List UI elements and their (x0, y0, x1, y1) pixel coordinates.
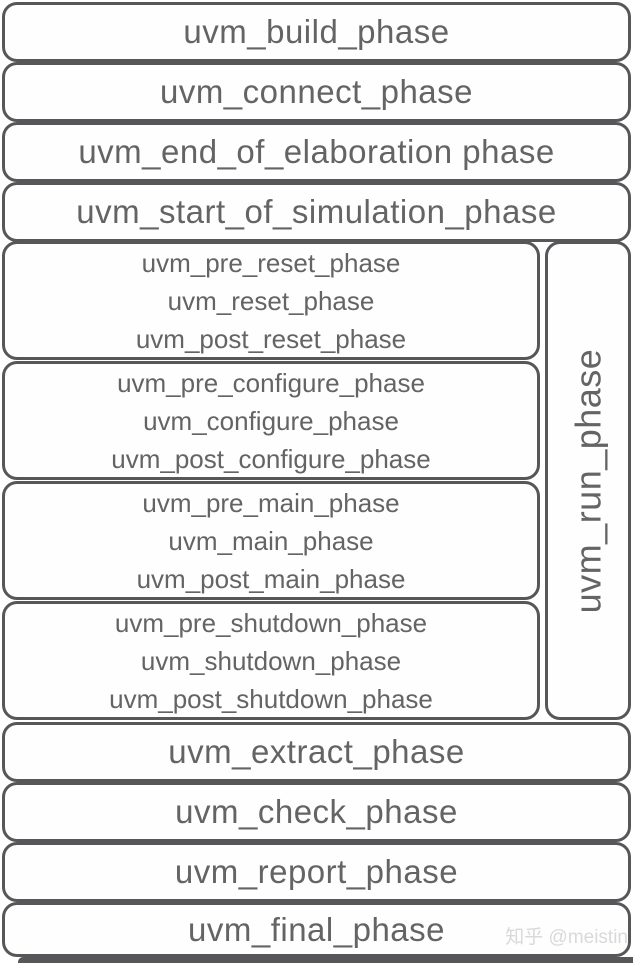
phase-box-end-of-elaboration: uvm_end_of_elaboration phase (2, 122, 631, 182)
phase-label-post-shutdown: uvm_post_shutdown_phase (109, 683, 433, 714)
phase-label-shutdown: uvm_shutdown_phase (140, 645, 402, 676)
phase-box-report: uvm_report_phase (2, 842, 631, 902)
phase-box-build: uvm_build_phase (2, 2, 631, 62)
phase-label-pre-configure: uvm_pre_configure_phase (117, 367, 425, 398)
phase-box-final: uvm_final_phase (2, 902, 631, 957)
phase-label-pre-shutdown: uvm_pre_shutdown_phase (114, 607, 428, 638)
phase-box-connect: uvm_connect_phase (2, 62, 631, 122)
phase-label-post-configure: uvm_post_configure_phase (111, 443, 431, 474)
phase-label-post-reset: uvm_post_reset_phase (135, 323, 407, 354)
phase-label-reset: uvm_reset_phase (167, 285, 375, 316)
phase-box-start-of-simulation: uvm_start_of_simulation_phase (2, 182, 631, 242)
phase-label-run: uvm_run_phase (567, 348, 609, 613)
phase-label-pre-reset: uvm_pre_reset_phase (141, 247, 401, 278)
phase-label-start-of-simulation: uvm_start_of_simulation_phase (76, 193, 557, 230)
phase-label-pre-main: uvm_pre_main_phase (142, 487, 400, 518)
phase-label-post-main: uvm_post_main_phase (136, 563, 406, 594)
phase-box-extract: uvm_extract_phase (2, 722, 631, 782)
phase-label-build: uvm_build_phase (183, 13, 450, 50)
phase-group-box-reset: uvm_pre_reset_phase uvm_reset_phase uvm_… (2, 241, 540, 360)
phase-box-run: uvm_run_phase (545, 241, 631, 720)
phase-group-box-main: uvm_pre_main_phase uvm_main_phase uvm_po… (2, 481, 540, 600)
phase-group-box-shutdown: uvm_pre_shutdown_phase uvm_shutdown_phas… (2, 601, 540, 720)
phase-label-final: uvm_final_phase (188, 910, 445, 948)
watermark-text: 知乎 @meistin (505, 927, 628, 948)
phase-label-check: uvm_check_phase (175, 793, 458, 830)
phase-label-end-of-elaboration: uvm_end_of_elaboration phase (78, 133, 555, 170)
phase-label-main: uvm_main_phase (168, 525, 374, 556)
phase-label-connect: uvm_connect_phase (159, 73, 474, 110)
phase-label-extract: uvm_extract_phase (168, 733, 465, 770)
phase-group-box-configure: uvm_pre_configure_phase uvm_configure_ph… (2, 361, 540, 480)
phase-box-check: uvm_check_phase (2, 782, 631, 842)
phase-label-configure: uvm_configure_phase (143, 405, 399, 436)
cropped-next-box-edge (18, 957, 633, 963)
phase-label-report: uvm_report_phase (174, 853, 459, 890)
